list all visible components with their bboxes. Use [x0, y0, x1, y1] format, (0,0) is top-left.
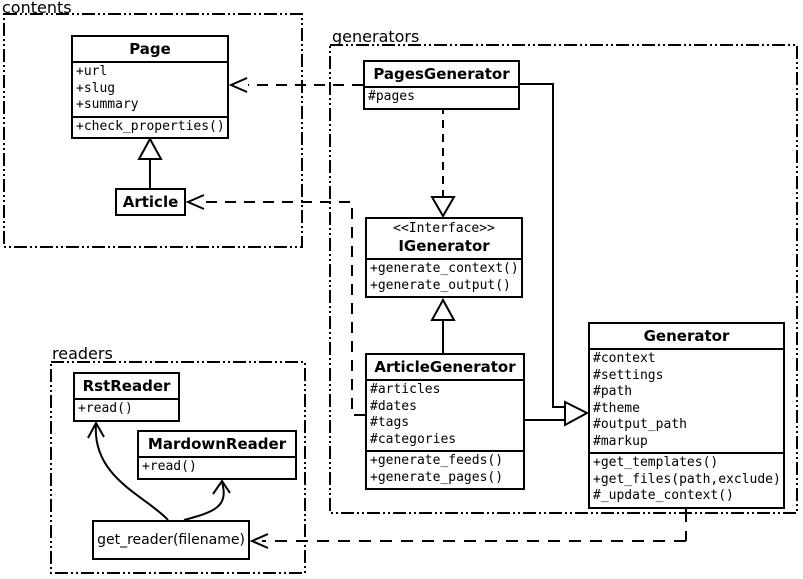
uml-attribute: #context [593, 351, 656, 366]
uml-method: +read() [78, 401, 133, 416]
class-methods-igenerator: +generate_context() +generate_output() [367, 258, 521, 296]
uml-method: +get_files(path,exclude) [593, 471, 781, 487]
dependency-arrowhead-page [228, 77, 248, 93]
uml-attribute: #settings [593, 367, 664, 383]
uml-method: #_update_context() [593, 488, 734, 503]
class-methods-page: +check_properties() [73, 115, 227, 138]
class-box-page: Page +url +slug +summary +check_properti… [71, 35, 229, 139]
class-box-articlegenerator: ArticleGenerator #articles #dates #tags … [365, 353, 525, 490]
class-box-rstreader: RstReader +read() [73, 372, 180, 422]
uml-attribute: +url [76, 64, 108, 79]
class-title-article: Article [122, 193, 179, 211]
class-attributes-page: +url +slug +summary [73, 61, 227, 116]
class-box-pagesgenerator: PagesGenerator #pages [363, 60, 520, 110]
arrowhead-rstreader [87, 420, 105, 439]
uml-attribute: #theme [593, 400, 640, 416]
uml-method: +generate_pages() [370, 469, 504, 485]
class-methods-generator: +get_templates() +get_files(path,exclude… [590, 452, 783, 507]
class-title-generator: Generator [643, 327, 730, 345]
uml-attribute: #categories [370, 431, 457, 447]
uml-attribute: #dates [370, 398, 417, 414]
class-title-mardownreader: MardownReader [147, 435, 287, 453]
realization-arrowhead-pagesgenerator-igenerator [430, 196, 456, 218]
arrow-line-getreader-mardownreader [183, 481, 225, 521]
package-border-contents [3, 13, 303, 248]
class-methods-rstreader: +read() [75, 398, 178, 420]
generalization-arrowhead-generator [564, 400, 590, 427]
class-title-pagesgenerator: PagesGenerator [373, 65, 510, 83]
dependency-arrowhead-getreader [249, 533, 269, 549]
class-box-article: Article [115, 188, 186, 216]
class-box-igenerator: <<Interface>> IGenerator +generate_conte… [365, 217, 523, 298]
uml-attribute: #output_path [593, 417, 687, 432]
package-label-readers: readers [52, 344, 113, 363]
class-box-generator: Generator #context #settings #path #them… [588, 322, 785, 509]
uml-attribute: #articles [370, 382, 441, 397]
class-stereotype-igenerator: <<Interface>> [393, 221, 495, 236]
uml-method: +get_templates() [593, 455, 719, 470]
generalization-arrowhead-articlegenerator-igenerator [430, 297, 456, 321]
uml-method: +generate_output() [370, 277, 511, 293]
uml-method: +generate_context() [370, 261, 519, 276]
class-attributes-articlegenerator: #articles #dates #tags #categories [367, 379, 523, 450]
uml-attribute: +summary [76, 97, 139, 112]
generalization-line-pagesgenerator-generator [520, 83, 566, 408]
package-label-generators: generators [332, 27, 420, 46]
node-get-reader-label: get_reader(filename) [97, 532, 245, 548]
class-methods-mardownreader: +read() [139, 456, 295, 478]
uml-method: +check_properties() [76, 118, 225, 134]
package-border-readers [50, 361, 306, 574]
uml-method: +generate_feeds() [370, 453, 504, 468]
dependency-arrowhead-article [185, 194, 205, 210]
class-attributes-generator: #context #settings #path #theme #output_… [590, 348, 783, 452]
class-box-mardownreader: MardownReader +read() [137, 430, 297, 480]
package-label-contents: contents [2, 0, 72, 17]
arrow-line-getreader-rstreader [94, 423, 169, 521]
class-title-page: Page [129, 40, 171, 58]
dependency-line-articlegenerator-article [206, 201, 365, 416]
class-attributes-pagesgenerator: #pages [365, 86, 518, 108]
uml-method: +read() [142, 459, 197, 474]
uml-attribute: #tags [370, 415, 410, 430]
uml-attribute: #pages [368, 89, 415, 104]
class-title-articlegenerator: ArticleGenerator [374, 358, 516, 376]
uml-attribute: +slug [76, 80, 116, 96]
uml-attribute: #path [593, 384, 633, 399]
class-methods-articlegenerator: +generate_feeds() +generate_pages() [367, 450, 523, 488]
uml-attribute: #markup [593, 433, 648, 449]
node-get-reader: get_reader(filename) [92, 520, 250, 560]
arrowhead-mardownreader [212, 479, 231, 495]
class-title-igenerator: IGenerator [398, 237, 490, 255]
class-title-rstreader: RstReader [82, 377, 171, 395]
generalization-arrowhead-article-page [137, 136, 163, 160]
class-header-igenerator: <<Interface>> IGenerator [367, 219, 521, 258]
